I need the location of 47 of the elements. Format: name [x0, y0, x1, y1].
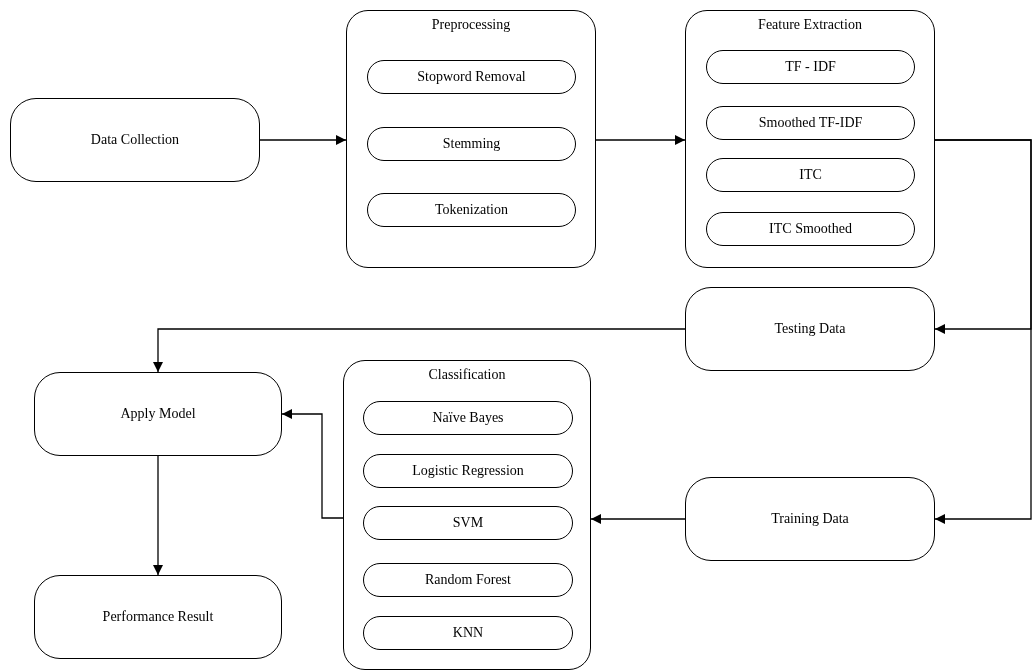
process-box — [34, 372, 282, 456]
arrow — [153, 455, 163, 576]
process-box — [34, 575, 282, 659]
box-label: Tokenization — [435, 202, 508, 218]
process-box — [685, 477, 935, 561]
arrow — [934, 139, 1032, 524]
box-label: ITC Smoothed — [769, 221, 852, 237]
method-pill — [706, 212, 915, 246]
arrow — [259, 135, 347, 145]
process-box — [10, 98, 260, 182]
process-box — [685, 287, 935, 371]
box-label: ITC — [799, 167, 822, 183]
arrow — [595, 135, 686, 145]
box-label: Data Collection — [90, 132, 180, 148]
method-pill — [363, 401, 573, 435]
method-pill — [367, 193, 576, 227]
arrow — [590, 514, 686, 524]
group-box — [343, 360, 591, 670]
group-title: Classification — [428, 367, 506, 383]
box-label: Stemming — [442, 136, 501, 152]
group-box — [685, 10, 935, 268]
arrow — [281, 409, 344, 519]
group-title: Preprocessing — [431, 17, 511, 33]
box-label: Smoothed TF-IDF — [758, 115, 863, 131]
box-label: Performance Result — [102, 609, 214, 625]
box-label: TF - IDF — [785, 59, 836, 75]
box-label: Training Data — [771, 511, 849, 527]
method-pill — [367, 60, 576, 94]
box-label: Testing Data — [774, 321, 846, 337]
method-pill — [706, 158, 915, 192]
box-label: Naïve Bayes — [432, 410, 504, 426]
group-box — [346, 10, 596, 268]
box-label: Stopword Removal — [417, 69, 526, 85]
arrow — [153, 328, 686, 373]
box-label: Logistic Regression — [412, 463, 524, 479]
method-pill — [367, 127, 576, 161]
box-label: KNN — [452, 625, 484, 641]
box-label: SVM — [452, 515, 484, 531]
group-title: Feature Extraction — [758, 17, 862, 33]
method-pill — [363, 563, 573, 597]
box-label: Random Forest — [425, 572, 511, 588]
method-pill — [706, 106, 915, 140]
method-pill — [363, 506, 573, 540]
method-pill — [363, 616, 573, 650]
method-pill — [363, 454, 573, 488]
method-pill — [706, 50, 915, 84]
box-label: Apply Model — [120, 406, 196, 422]
